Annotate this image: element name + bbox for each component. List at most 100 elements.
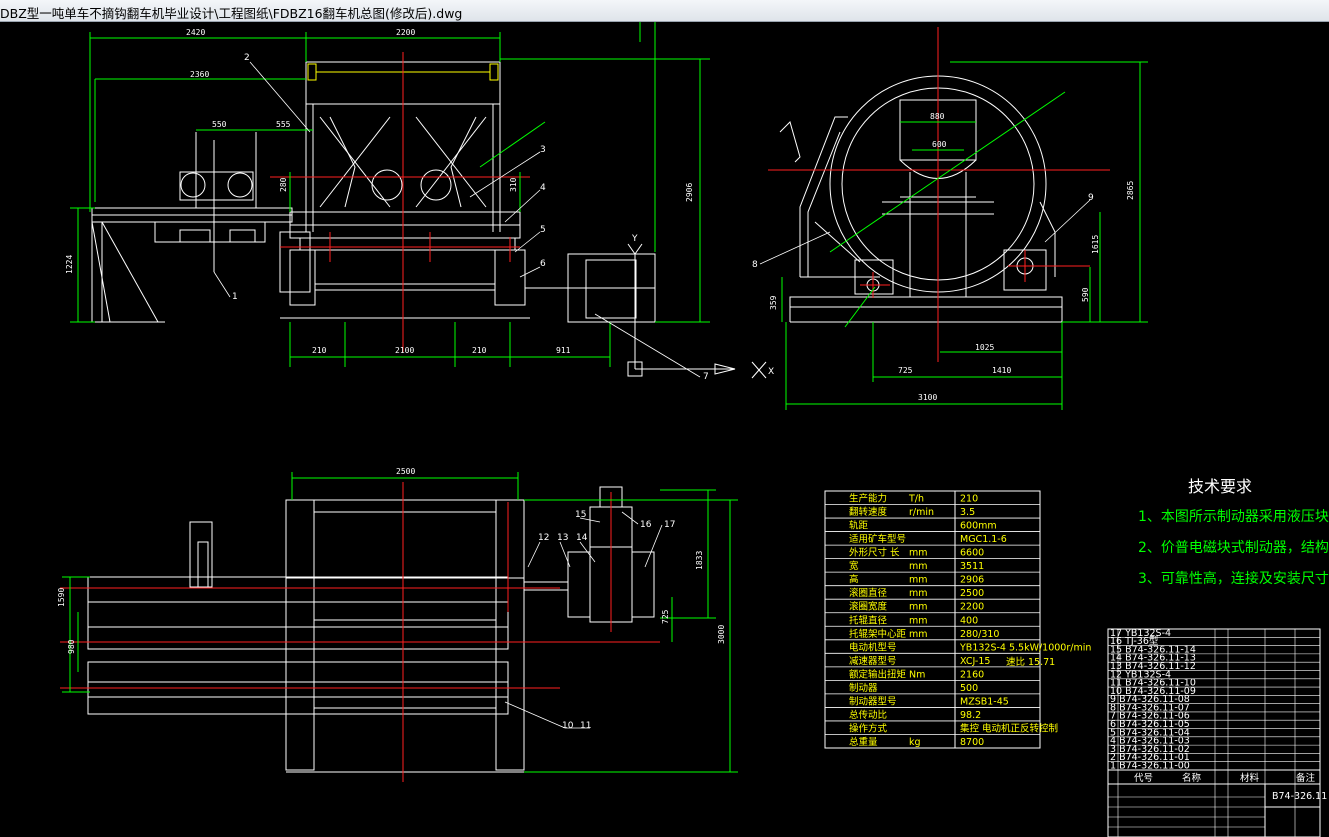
spec-row-unit: Nm (909, 669, 925, 680)
dim-1615: 1615 (1091, 235, 1100, 254)
dim-3000: 3000 (717, 625, 726, 644)
part-label-1: 1 (232, 292, 238, 302)
spec-row-label: 翻转速度 (849, 506, 888, 518)
window-titlebar: DBZ型一吨单车不摘钩翻车机毕业设计\工程图纸\FDBZ16翻车机总图(修改后)… (0, 0, 1329, 22)
part-label-5: 5 (540, 225, 546, 235)
side-view (779, 75, 1063, 323)
dim-2200: 2200 (396, 28, 415, 37)
dim-2865: 2865 (1126, 181, 1135, 200)
part-label-11: 11 (580, 721, 591, 731)
tb-part-row: 9 B74-326.11-08 (1110, 694, 1190, 705)
spec-row-label: 托辊直径 (849, 614, 888, 626)
dim-210-b: 210 (472, 346, 487, 355)
spec-row-unit: T/h (908, 494, 924, 505)
spec-row-label: 轨距 (849, 520, 869, 532)
spec-row-value: 2500 (960, 588, 984, 599)
part-label-6: 6 (540, 259, 546, 269)
tb-header-remark: 备注 (1296, 772, 1316, 784)
dim-359: 359 (769, 295, 778, 310)
tech-req-item-1: 1、本图所示制动器采用液压块式制动器。 (1138, 509, 1329, 525)
tb-part-row: 8 B74-326.11-07 (1110, 702, 1190, 713)
tb-part-row: 7 B74-326.11-06 (1110, 711, 1190, 722)
spec-row-unit: mm (909, 561, 928, 572)
plan-view-labels: 10 11 12 13 14 15 16 17 (538, 510, 675, 731)
tb-part-row: 16 TJ-36型 (1110, 636, 1159, 647)
spec-row-unit: mm (909, 575, 928, 586)
dim-1025: 1025 (975, 343, 994, 352)
spec-row-value: 2906 (960, 575, 984, 586)
spec-row-label: 制动器 (849, 682, 878, 694)
spec-row-value: MGC1.1-6 (960, 534, 1007, 545)
spec-row-label: 滚圈直径 (849, 587, 888, 599)
tb-header-code: 代号 (1134, 773, 1153, 784)
window-title: DBZ型一吨单车不摘钩翻车机毕业设计\工程图纸\FDBZ16翻车机总图(修改后)… (0, 6, 463, 21)
part-label-14: 14 (576, 533, 588, 543)
side-view-leaders (759, 199, 1091, 265)
tb-part-row: 1 B74-326.11-00 (1110, 761, 1190, 772)
tb-part-row: 2 B74-326.11-01 (1110, 752, 1190, 763)
spec-row-unit: mm (909, 602, 928, 613)
spec-row-unit: mm (909, 588, 928, 599)
dim-550: 550 (212, 120, 227, 129)
dim-1833: 1833 (695, 551, 704, 570)
spec-row-value: 3.5 (960, 507, 975, 518)
spec-row-label: 高 (849, 574, 859, 586)
spec-row-value: 210 (960, 494, 978, 505)
spec-row-value: MZSB1-45 (960, 696, 1009, 707)
tb-part-row: 3 B74-326.11-02 (1110, 744, 1190, 755)
dim-2360: 2360 (190, 70, 209, 79)
tb-header-material: 材料 (1240, 772, 1260, 784)
dim-280: 280 (279, 177, 288, 192)
part-label-4: 4 (540, 183, 546, 193)
spec-row-value: 2200 (960, 602, 984, 613)
tb-part-row: 13 B74-326.11-12 (1110, 661, 1196, 672)
front-view-centerlines (270, 52, 530, 352)
spec-row-label: 适用矿车型号 (849, 533, 906, 545)
spec-row-unit: mm (909, 548, 928, 559)
dim-911: 911 (556, 346, 571, 355)
spec-row-value: 集控 电动机正反转控制 (960, 722, 1058, 734)
part-label-3: 3 (540, 145, 546, 155)
tb-part-row: 5 B74-326.11-04 (1110, 727, 1190, 738)
spec-row-value: XCJ-15 (960, 656, 990, 667)
part-label-15: 15 (575, 510, 586, 520)
dim-980: 980 (67, 639, 76, 654)
drawing-canvas[interactable]: 2420 2200 2360 550 555 1224 2906 210 210… (0, 22, 1329, 837)
plan-view-dimtext: 2500 1590 980 1833 725 3000 (57, 467, 726, 654)
spec-row-value: YB132S-4 5.5kW/1000r/min (959, 642, 1091, 653)
spec-row-label: 制动器型号 (849, 695, 897, 707)
part-label-8: 8 (752, 260, 758, 270)
spec-row-value: 98.2 (960, 710, 981, 721)
tech-req-item-3: 3、可靠性高，连接及安装尺寸相同。 (1138, 570, 1329, 587)
part-label-9: 9 (1088, 193, 1094, 203)
part-label-12: 12 (538, 533, 549, 543)
spec-row-value: 2160 (960, 669, 984, 680)
spec-row-label: 外形尺寸 长 (849, 547, 900, 559)
dim-600: 600 (932, 140, 947, 149)
cad-drawing[interactable]: 2420 2200 2360 550 555 1224 2906 210 210… (0, 22, 1329, 837)
spec-row-label: 总重量 (849, 736, 878, 748)
spec-row-label: 托辊架中心距 (849, 628, 907, 640)
dim-210-a: 210 (312, 346, 327, 355)
dim-2100: 2100 (395, 346, 414, 355)
spec-row-unit: kg (909, 737, 921, 748)
spec-row-label: 生产能力 (849, 493, 887, 505)
spec-row-label: 宽 (849, 560, 859, 572)
tech-req-title: 技术要求 (1188, 477, 1252, 496)
plan-view-centerlines (60, 482, 660, 782)
tb-part-row: 12 YB132S-4 (1110, 669, 1171, 680)
front-view-leaders (213, 61, 701, 378)
spec-row-label: 电动机型号 (849, 641, 897, 653)
dim-2906: 2906 (685, 183, 694, 202)
tb-header-name: 名称 (1182, 772, 1202, 784)
dim-2420: 2420 (186, 28, 205, 37)
dim-1590: 1590 (57, 588, 66, 607)
spec-row-label: 操作方式 (849, 722, 888, 734)
tb-drawing-no: B74-326.11 (1272, 791, 1327, 802)
spec-ratio-note: 速比 15.71 (1006, 656, 1055, 668)
spec-row-value: 8700 (960, 737, 984, 748)
front-view-dimtext: 2420 2200 2360 550 555 1224 2906 210 210… (65, 28, 694, 355)
front-view-labels: 2 3 4 5 6 1 7 Y X (232, 53, 774, 382)
dim-725-plan: 725 (661, 609, 670, 624)
